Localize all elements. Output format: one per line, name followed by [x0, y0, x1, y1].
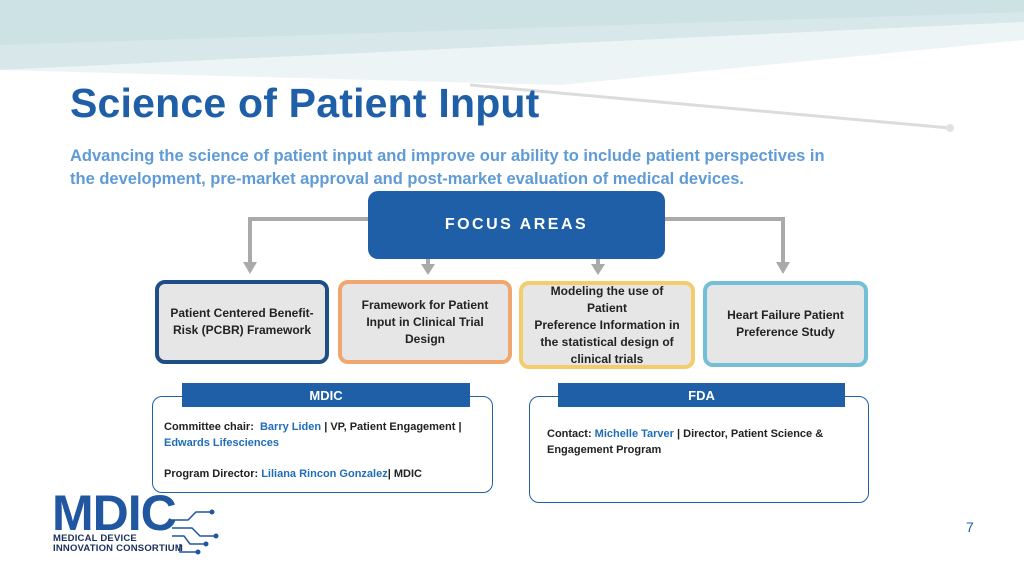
arrowhead-2 — [421, 264, 435, 275]
card-text: Modeling the use of Patient — [550, 283, 664, 315]
fda-contact-role-2: Engagement Program — [547, 444, 662, 456]
focus-card-heart-failure: Heart Failure Patient Preference Study — [703, 281, 868, 367]
card-text: Preference Study — [736, 325, 835, 339]
focus-card-modeling: Modeling the use of Patient Preference I… — [519, 281, 695, 369]
focus-card-pcbr: Patient Centered Benefit- Risk (PCBR) Fr… — [155, 280, 329, 364]
logo-line-2: INNOVATION CONSORTIUM — [53, 543, 183, 554]
mdic-panel-header: MDIC — [182, 383, 470, 407]
card-text: Risk (PCBR) Framework — [172, 323, 312, 337]
chair-label: Committee chair: — [164, 421, 254, 433]
contact-role: | Director, Patient Science & — [677, 428, 824, 440]
fda-contact-line: Contact: Michelle Tarver | Director, Pat… — [547, 426, 823, 442]
chair-role: | VP, Patient Engagement | — [324, 421, 462, 433]
contact-label: Contact: — [547, 428, 592, 440]
director-org: | MDIC — [387, 468, 422, 480]
card-text: the statistical design of — [540, 334, 674, 349]
focus-areas-box: FOCUS AREAS — [368, 191, 665, 259]
mdic-chair-line: Committee chair: Barry Liden | VP, Patie… — [164, 419, 462, 435]
mdic-panel — [152, 396, 493, 493]
card-text: clinical trials — [570, 351, 644, 366]
connector-left — [248, 217, 368, 264]
director-label: Program Director: — [164, 468, 259, 480]
header-decoration — [0, 0, 1024, 132]
circuit-icon — [172, 509, 219, 555]
page-subtitle: Advancing the science of patient input a… — [70, 145, 970, 191]
subtitle-line-2: the development, pre-market approval and… — [70, 170, 744, 188]
page-number: 7 — [966, 519, 974, 535]
connector-arrows — [243, 217, 790, 275]
subtitle-line-1: Advancing the science of patient input a… — [70, 147, 825, 165]
fda-panel — [529, 396, 869, 503]
card-text: Design — [404, 331, 445, 346]
mdic-director-line: Program Director: Liliana Rincon Gonzale… — [164, 466, 422, 482]
contact-name: Michelle Tarver — [594, 428, 674, 440]
card-text: Heart Failure Patient — [727, 308, 844, 322]
card-text: Preference Information in — [534, 317, 680, 332]
card-text: Patient Centered Benefit- — [170, 306, 314, 320]
card-text: Framework for Patient — [361, 297, 489, 312]
mdic-chair-org: Edwards Lifesciences — [164, 437, 279, 449]
arrowhead-4 — [776, 262, 790, 274]
arrowhead-3 — [591, 264, 605, 275]
page-title: Science of Patient Input — [70, 80, 540, 126]
logo-line-1: MEDICAL DEVICE — [53, 533, 137, 544]
director-name: Liliana Rincon Gonzalez — [261, 468, 388, 480]
card-text: Input in Clinical Trial — [366, 314, 484, 329]
mdic-logo: MDIC — [52, 485, 177, 541]
focus-card-framework: Framework for Patient Input in Clinical … — [338, 280, 512, 364]
connector-right — [665, 217, 785, 264]
chair-name: Barry Liden — [259, 421, 322, 433]
fda-panel-header: FDA — [558, 383, 845, 407]
arrowhead-1 — [243, 262, 257, 274]
